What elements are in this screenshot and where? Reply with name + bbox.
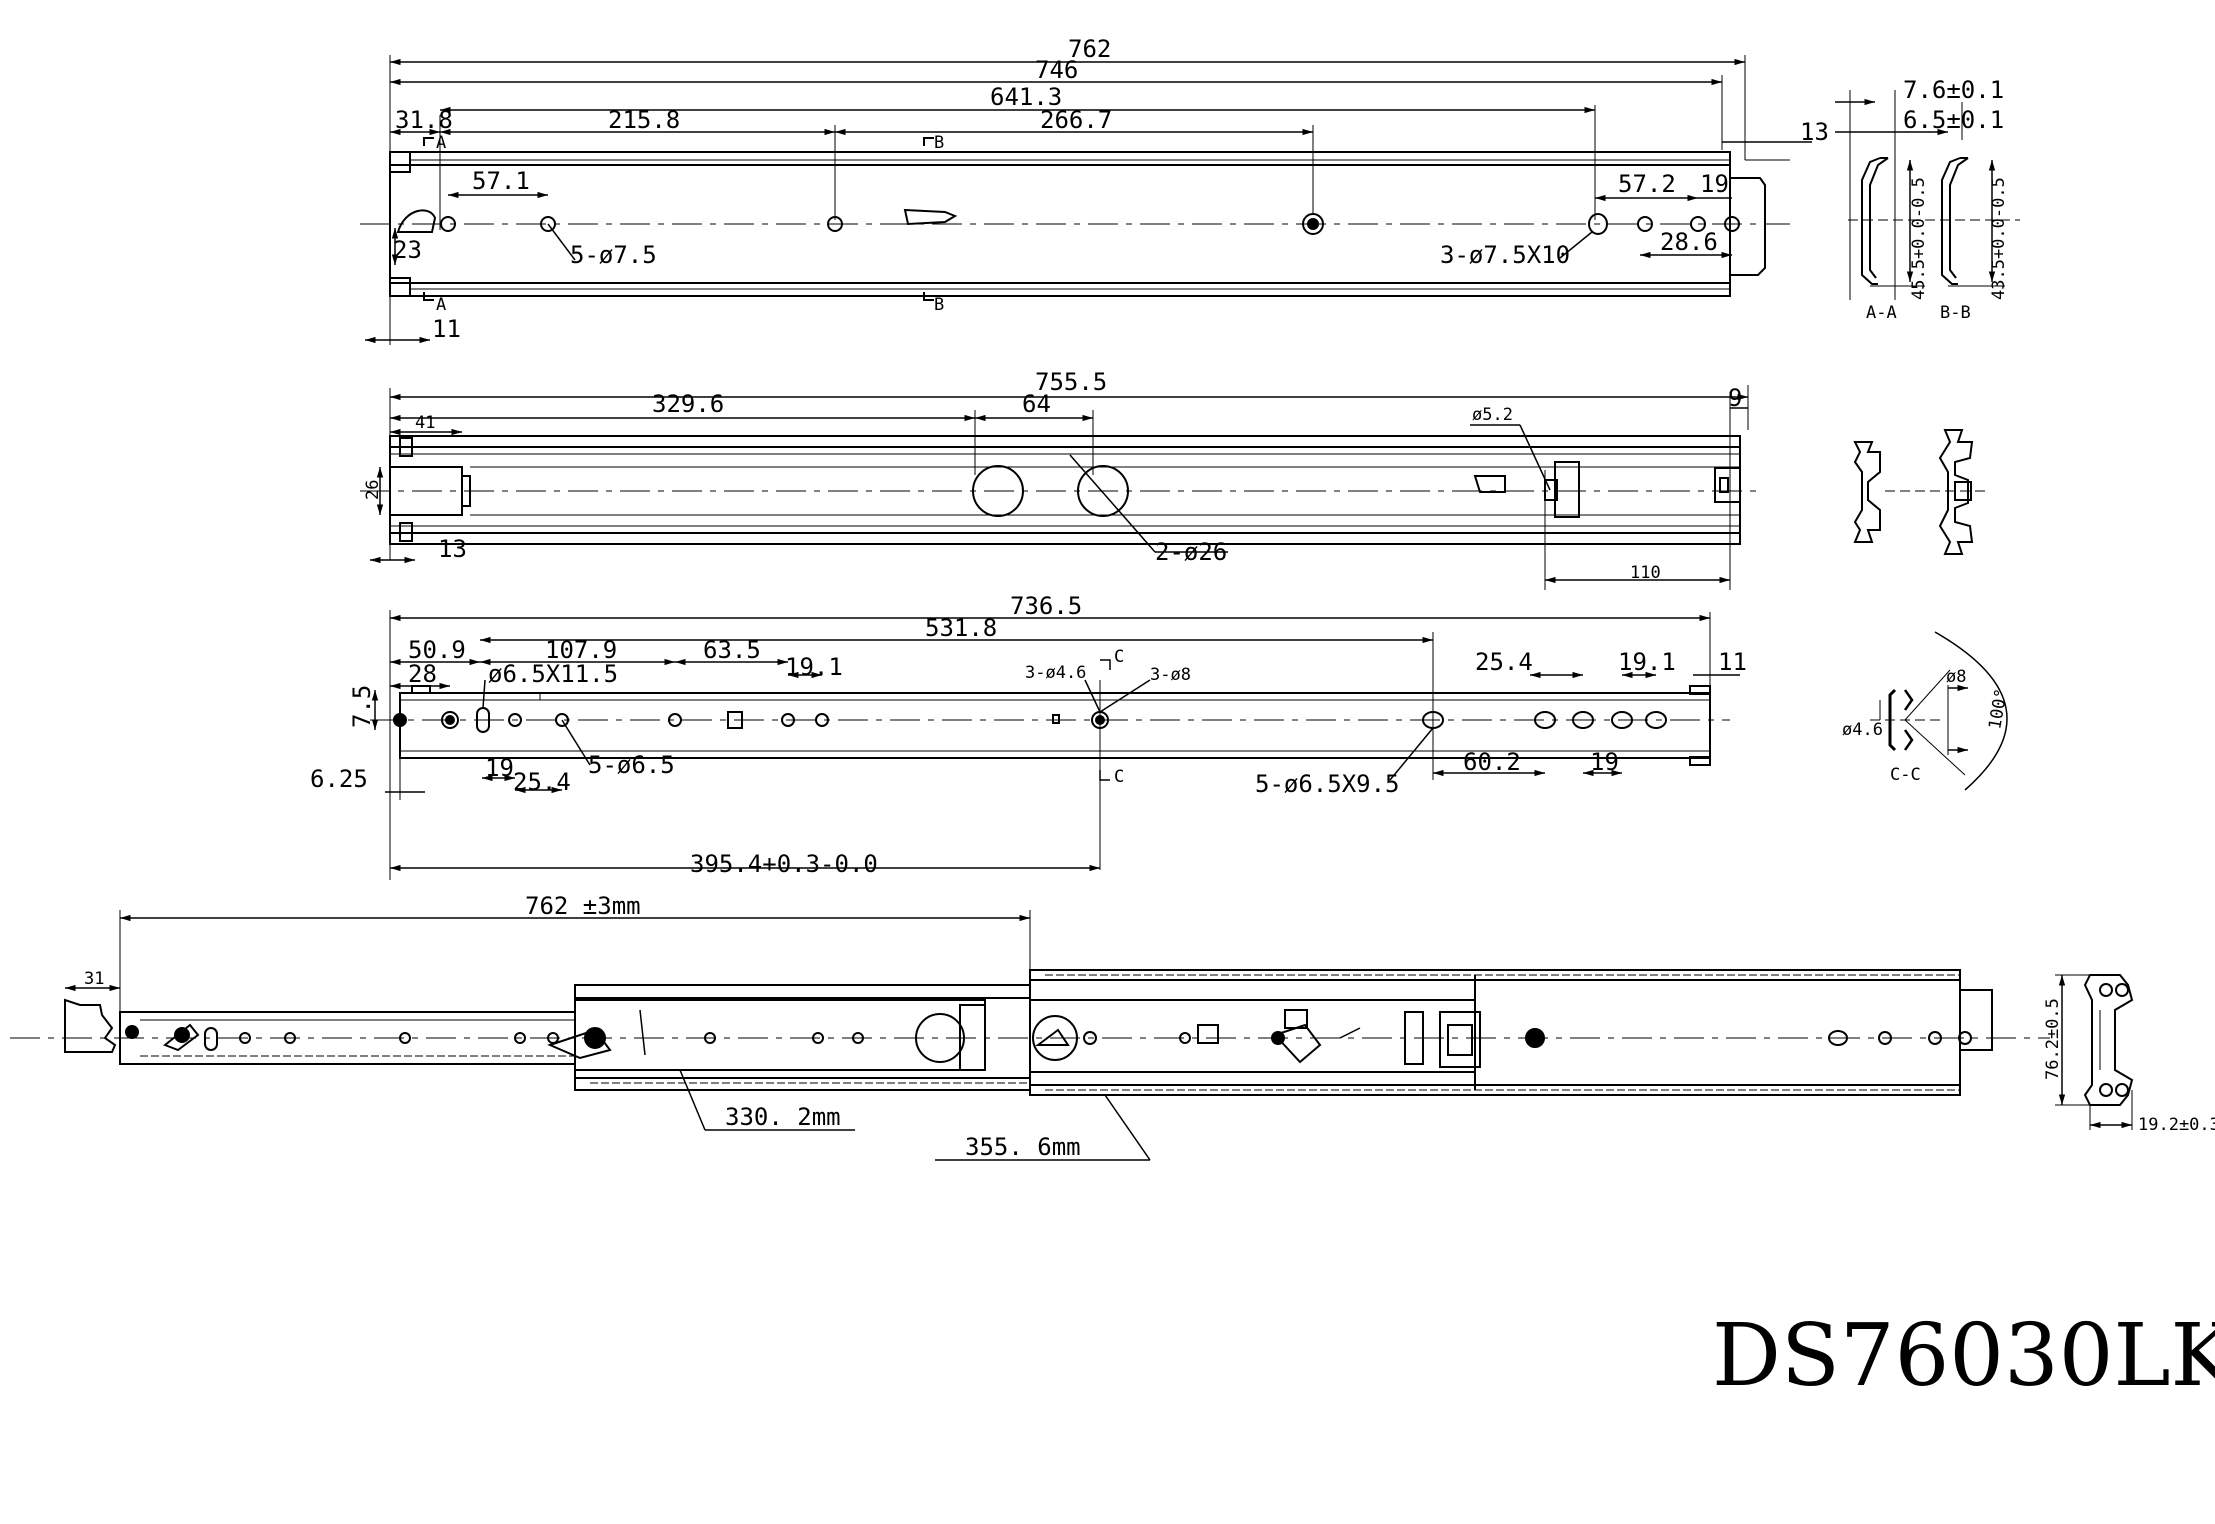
dim-31: 31 (84, 969, 104, 989)
hole-note-2-26: 2-ø26 (1155, 538, 1227, 566)
dim-31-8: 31.8 (395, 106, 453, 134)
dim-19-left: 19 (485, 754, 514, 782)
dim-43-5: 43.5+0.0-0.5 (1989, 177, 2009, 300)
hole-note-3-4-6: 3-ø4.6 (1025, 663, 1086, 683)
dim-266-7: 266.7 (1040, 106, 1112, 134)
section-mark-b-bottom: B (934, 295, 944, 315)
view-4-assembly (10, 910, 2050, 1161)
view-2-labels: 755.5 9 329.6 64 41 26 13 110 ø5.2 2-ø26 (363, 368, 1742, 583)
dim-26: 26 (363, 480, 383, 500)
dim-19-1-right: 19.1 (1618, 648, 1676, 676)
dim-746: 746 (1035, 56, 1078, 84)
dim-100-degrees: 100° (1985, 687, 2012, 731)
end-view-profile (2055, 974, 2134, 1130)
dim-25-4-right: 25.4 (1475, 648, 1533, 676)
sections-aa-bb (1835, 90, 2020, 300)
hole-note-5-2: ø5.2 (1472, 405, 1513, 425)
hole-note-3-7-5x10: 3-ø7.5X10 (1440, 241, 1570, 269)
view-2-intermediate (360, 385, 1760, 590)
dim-6-5: 6.5±0.1 (1903, 106, 2004, 134)
dim-25-4-left: 25.4 (513, 768, 571, 796)
view-3-labels: 736.5 531.8 50.9 28 107.9 63.5 19.1 25.4… (310, 592, 1747, 878)
end-view-labels: 76.2±0.5 19.2±0.3 (2043, 998, 2215, 1135)
dim-57-1: 57.1 (472, 167, 530, 195)
label-a-a: A-A (1866, 303, 1897, 323)
section-cc-labels: ø4.6 ø8 100° C-C (1842, 667, 2012, 785)
dim-11: 11 (432, 315, 461, 343)
hole-note-3-8: 3-ø8 (1150, 665, 1191, 685)
view-1-labels: 762 746 641.3 31.8 215.8 266.7 13 57.1 5… (393, 35, 1829, 343)
dim-28-6: 28.6 (1660, 228, 1718, 256)
dim-215-8: 215.8 (608, 106, 680, 134)
dim-50-9: 50.9 (408, 636, 466, 664)
dim-13: 13 (1800, 118, 1829, 146)
dim-736-5: 736.5 (1010, 592, 1082, 620)
dim-395-4: 395.4+0.3-0.0 (690, 850, 878, 878)
section-cc (1870, 631, 2008, 791)
dim-641-3: 641.3 (990, 83, 1062, 111)
dim-45-5: 45.5+0.0-0.5 (1909, 177, 1929, 300)
hole-note-5-6-5: 5-ø6.5 (588, 751, 675, 779)
dim-762-3mm: 762 ±3mm (525, 892, 641, 920)
label-c-c: C-C (1890, 765, 1921, 785)
dim-28: 28 (408, 660, 437, 688)
dim-19-1-left: 19.1 (785, 653, 843, 681)
dim-762: 762 (1068, 35, 1111, 63)
model-number: DS76030LK2 (1712, 1306, 2215, 1406)
sections-ab-labels: 7.6±0.1 6.5±0.1 45.5+0.0-0.5 43.5+0.0-0.… (1866, 76, 2009, 323)
dim-76-2: 76.2±0.5 (2043, 998, 2063, 1080)
view-1-inner-member (360, 55, 1812, 345)
dim-41: 41 (415, 413, 435, 433)
dim-23: 23 (393, 236, 422, 264)
dim-4-6: ø4.6 (1842, 720, 1883, 740)
view-4-labels: 762 ±3mm 31 330. 2mm 355. 6mm (84, 892, 1081, 1161)
view-3-outer-member (370, 610, 1740, 880)
dim-755-5: 755.5 (1035, 368, 1107, 396)
dim-9: 9 (1728, 384, 1742, 412)
hole-note-6-5x11-5: ø6.5X11.5 (488, 660, 618, 688)
dim-8: ø8 (1946, 667, 1966, 687)
dim-63-5: 63.5 (703, 636, 761, 664)
dim-11-view3: 11 (1718, 648, 1747, 676)
dim-531-8: 531.8 (925, 614, 997, 642)
section-mark-c-top: C (1114, 647, 1124, 667)
view-2-side-profiles (1853, 429, 1990, 555)
label-b-b: B-B (1940, 303, 1971, 323)
hole-note-5-7-5: 5-ø7.5 (570, 241, 657, 269)
section-mark-a-bottom: A (436, 295, 446, 315)
dim-7-5: 7.5 (348, 685, 376, 728)
hole-note-5-6-5x9-5: 5-ø6.5X9.5 (1255, 770, 1400, 798)
section-mark-c-bottom: C (1114, 767, 1124, 787)
dim-19-2: 19.2±0.3 (2138, 1115, 2215, 1135)
dim-64: 64 (1022, 390, 1051, 418)
dim-19-right: 19 (1590, 748, 1619, 776)
dim-13-view2: 13 (438, 535, 467, 563)
dim-329-6: 329.6 (652, 390, 724, 418)
dim-107-9: 107.9 (545, 636, 617, 664)
dim-60-2: 60.2 (1463, 748, 1521, 776)
section-mark-b-top: B (934, 133, 944, 153)
dim-19: 19 (1700, 170, 1729, 198)
dim-57-2: 57.2 (1618, 170, 1676, 198)
dim-330-2mm: 330. 2mm (725, 1103, 841, 1131)
dim-6-25: 6.25 (310, 765, 368, 793)
dim-355-6mm: 355. 6mm (965, 1133, 1081, 1161)
dim-7-6: 7.6±0.1 (1903, 76, 2004, 104)
dim-110: 110 (1630, 563, 1661, 583)
section-mark-a-top: A (436, 133, 446, 153)
